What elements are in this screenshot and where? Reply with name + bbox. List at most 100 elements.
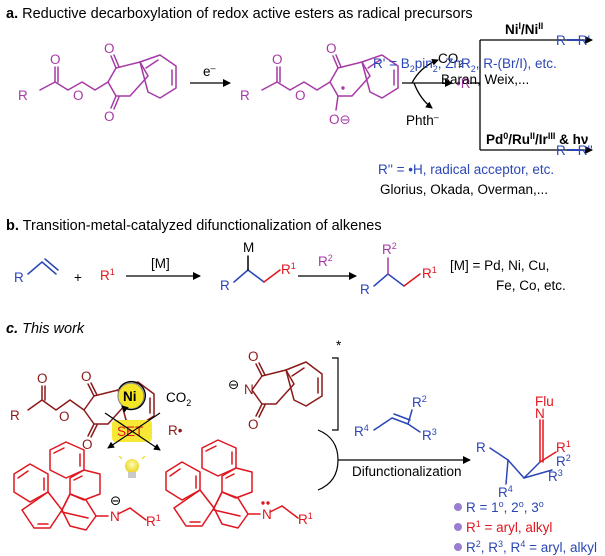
imine-radical-dot-2 (266, 501, 270, 505)
scope-item-2: R1 = aryl, alkyl (466, 519, 552, 535)
intermediate-r: R (220, 278, 230, 293)
set-arrow-left (107, 412, 161, 449)
phthalimide-anion-bonds (251, 361, 323, 418)
merge-curve-bottom (317, 459, 339, 491)
imide-top-o: O (104, 41, 115, 56)
bracket-star: * (336, 338, 342, 353)
maroon-ester-o2: O (59, 409, 70, 424)
ni-authors: Baran, Weix,... (441, 72, 529, 87)
alkyl-radical: •R (456, 76, 471, 91)
m-catalyst: [M] (151, 256, 170, 271)
imine-anion-minus: ⊖ (110, 493, 121, 508)
product-r-label: R (476, 440, 486, 455)
product-r3-label: R3 (548, 468, 563, 484)
ni-cycle-arrow (118, 380, 146, 413)
metals-line-1: [M] = Pd, Ni, Cu, (450, 258, 549, 273)
product-r1-label: R1 (556, 439, 571, 455)
phth-anion-n: N (244, 382, 254, 397)
maroon-ester-o1: O (37, 371, 48, 386)
alkene-bonds (27, 258, 59, 275)
final-product-bonds (489, 447, 553, 485)
phth-release-curl (413, 82, 433, 109)
merge-curve-top (317, 429, 339, 461)
product-r2: R2 (382, 241, 397, 257)
scope-bullet-2 (454, 523, 462, 531)
photo-catalyst-label: Pd0/RuII/IrIII & hν (486, 131, 588, 147)
phth-anion-o-top: O (248, 349, 259, 364)
section-b: b. Transition-metal-catalyzed difunction… (6, 218, 566, 297)
c-alkene-r4: R4 (354, 423, 369, 439)
scope-list: R = 1o, 2o, 3o R1 = aryl, alkyl R2, R3, … (454, 499, 597, 555)
scope-item-3: R2, R3, R4 = aryl, alkyl (466, 539, 597, 555)
maroon-ester-o-bottom: O (82, 437, 93, 452)
intermediate-m: M (243, 240, 254, 255)
radical-anion-r: R (240, 88, 250, 103)
maroon-ester-r: R (10, 408, 20, 423)
phth-label: Phth– (406, 112, 439, 128)
c-alkene-r2: R2 (412, 394, 427, 410)
electron-label: e– (203, 63, 216, 79)
imine-anion-bonds (13, 441, 147, 531)
r1-reagent: R1 (100, 267, 115, 283)
plus-sign: + (74, 270, 82, 285)
c-alkene-r3: R3 (422, 427, 437, 443)
radical-anion (261, 54, 399, 111)
difunctional-product-bonds (373, 273, 405, 287)
section-c-heading: c. This work (6, 321, 85, 337)
intermediate-bonds (233, 255, 265, 283)
metals-line-2: Fe, Co, etc. (496, 278, 566, 293)
imine-anion-r1: R1 (146, 513, 161, 529)
r2-reagent: R2 (318, 253, 333, 269)
r-radical-label: R• (168, 423, 183, 438)
imine-radical-r1: R1 (298, 511, 313, 527)
imine-anion-n: N (110, 509, 120, 524)
radical-anion-o2: O (295, 88, 306, 103)
scope-bullet-3 (454, 543, 462, 551)
phth-anion-minus: ⊖ (228, 377, 239, 392)
product-r1: R1 (422, 265, 437, 281)
product-c-r1-bond (539, 451, 557, 463)
radical-anion-o-top: O (326, 41, 337, 56)
difunctionalization-label: Difunctionalization (352, 464, 462, 479)
intermediate-r1: R1 (281, 261, 296, 277)
ester-ether-o: O (73, 88, 84, 103)
imine-radical-bonds (165, 439, 299, 529)
maroon-ester-o-top: O (81, 369, 92, 384)
section-b-heading: b. Transition-metal-catalyzed difunction… (6, 218, 382, 234)
co2-label: CO2 (438, 51, 463, 69)
product-r2-label: R2 (556, 453, 571, 469)
section-a-heading: a. Reductive decarboxylation of redox ac… (6, 6, 473, 22)
pd-authors: Glorius, Okada, Overman,... (380, 182, 548, 197)
phth-bracket (332, 357, 339, 431)
radical-dot (341, 86, 345, 90)
imine-radical-dot-1 (261, 501, 265, 505)
scope-bullet-1 (454, 503, 462, 511)
product-r4-label: R4 (498, 484, 513, 500)
product-n: N (535, 406, 545, 421)
pd-reagents: R'' = •H, radical acceptor, etc. (378, 162, 554, 177)
intermediate-r1-bond (263, 269, 281, 283)
redox-active-ester (39, 54, 177, 110)
imide-bottom-o: O (104, 109, 115, 124)
scope-item-1: R = 1o, 2o, 3o (466, 499, 544, 515)
section-c: c. This work R O O O O Ni SET (6, 321, 597, 555)
product-r1-bond (403, 273, 421, 287)
ester-carbonyl-o: O (50, 52, 61, 67)
set-text: SET (117, 424, 143, 439)
ni-reagents: R' = B2pin2, ZnR2, R-(Br/I), etc. (373, 56, 557, 74)
phth-anion-o-bottom: O (248, 417, 259, 432)
c-co2-label: CO2 (166, 390, 191, 408)
co2-release-curl (411, 58, 439, 84)
c-alkene-bonds (373, 409, 421, 433)
alkene-r: R (14, 270, 24, 285)
radical-anion-o1: O (272, 52, 283, 67)
section-a: a. Reductive decarboxylation of redox ac… (6, 6, 593, 197)
radical-anion-o-bottom: O⊖ (329, 112, 351, 127)
imine-radical-n: N (262, 507, 272, 522)
ni-catalyst-text: Ni (123, 389, 137, 404)
light-bulb-icon (118, 455, 146, 478)
product-r: R (360, 282, 370, 297)
